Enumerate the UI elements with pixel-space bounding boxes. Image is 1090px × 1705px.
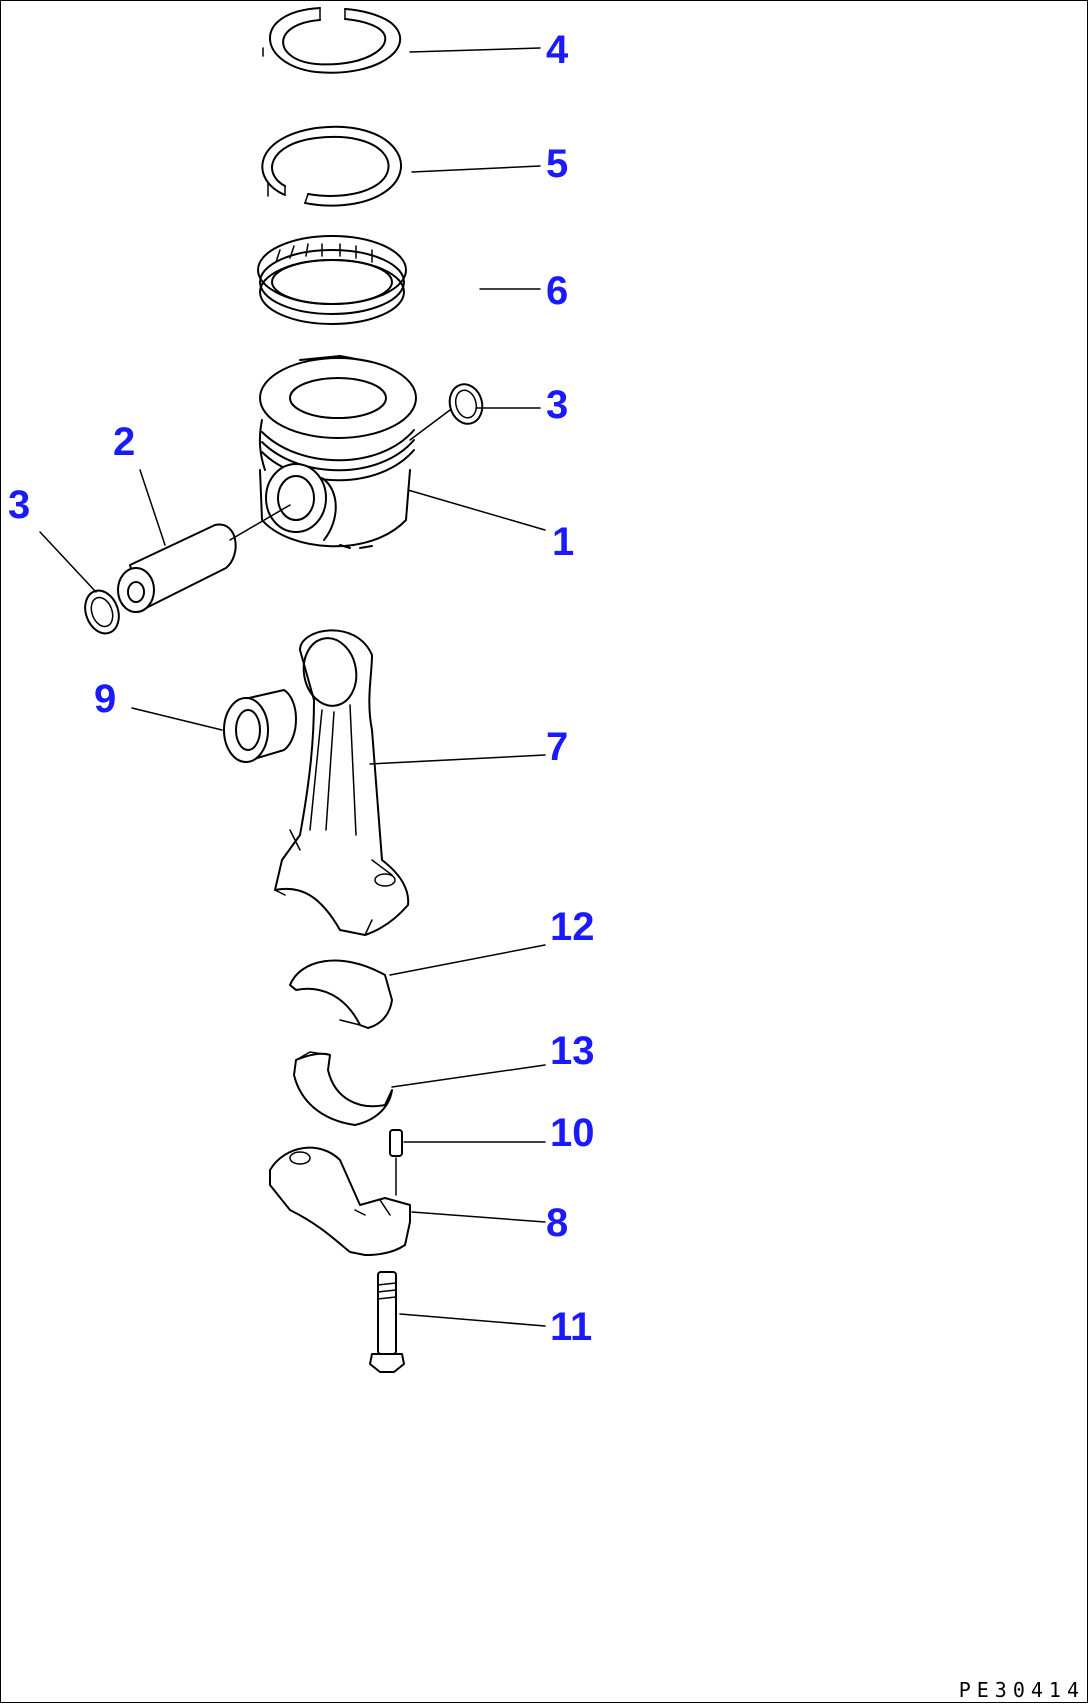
callout-3-left: 3 [8, 483, 30, 527]
leader-4 [409, 47, 541, 53]
leader-11 [399, 1313, 546, 1327]
leader-5 [411, 165, 541, 173]
callout-1: 1 [552, 520, 574, 564]
piston[interactable] [258, 355, 417, 549]
snap-ring-right[interactable] [445, 381, 486, 428]
callout-9: 9 [94, 677, 116, 721]
pin-axis-line [229, 504, 291, 541]
leader-3-left [39, 531, 97, 593]
callout-4: 4 [546, 28, 569, 72]
bearing-shell-upper[interactable] [289, 959, 393, 1029]
cap-bolt[interactable] [369, 1271, 405, 1373]
callout-2: 2 [113, 420, 135, 464]
callout-5: 5 [546, 142, 568, 186]
bearing-shell-lower[interactable] [293, 1051, 393, 1126]
callout-10: 10 [550, 1111, 595, 1155]
leader-2 [139, 469, 166, 546]
drawing-code: PE30414 [959, 1678, 1085, 1702]
leader-12 [389, 944, 546, 976]
bushing[interactable] [223, 689, 297, 763]
piston-pin[interactable] [117, 523, 237, 613]
connecting-rod[interactable] [274, 629, 410, 936]
oil-ring[interactable] [257, 235, 407, 325]
callout-6: 6 [546, 269, 568, 313]
callout-13: 13 [550, 1029, 595, 1073]
callout-8: 8 [546, 1201, 568, 1245]
leader-13 [391, 1064, 546, 1088]
piston-ring-second[interactable] [261, 125, 402, 207]
leader-9 [131, 707, 223, 731]
leader-7 [369, 754, 546, 765]
leader-3-right-to-piston [409, 409, 451, 441]
rod-cap[interactable] [269, 1146, 411, 1256]
callout-11: 11 [550, 1305, 592, 1349]
leader-1 [407, 489, 546, 531]
callout-12: 12 [550, 905, 595, 949]
callout-3-right: 3 [546, 383, 568, 427]
callout-7: 7 [546, 725, 568, 769]
leader-8 [411, 1211, 546, 1223]
piston-ring-top[interactable] [262, 7, 402, 74]
dowel-pin[interactable] [389, 1129, 403, 1157]
